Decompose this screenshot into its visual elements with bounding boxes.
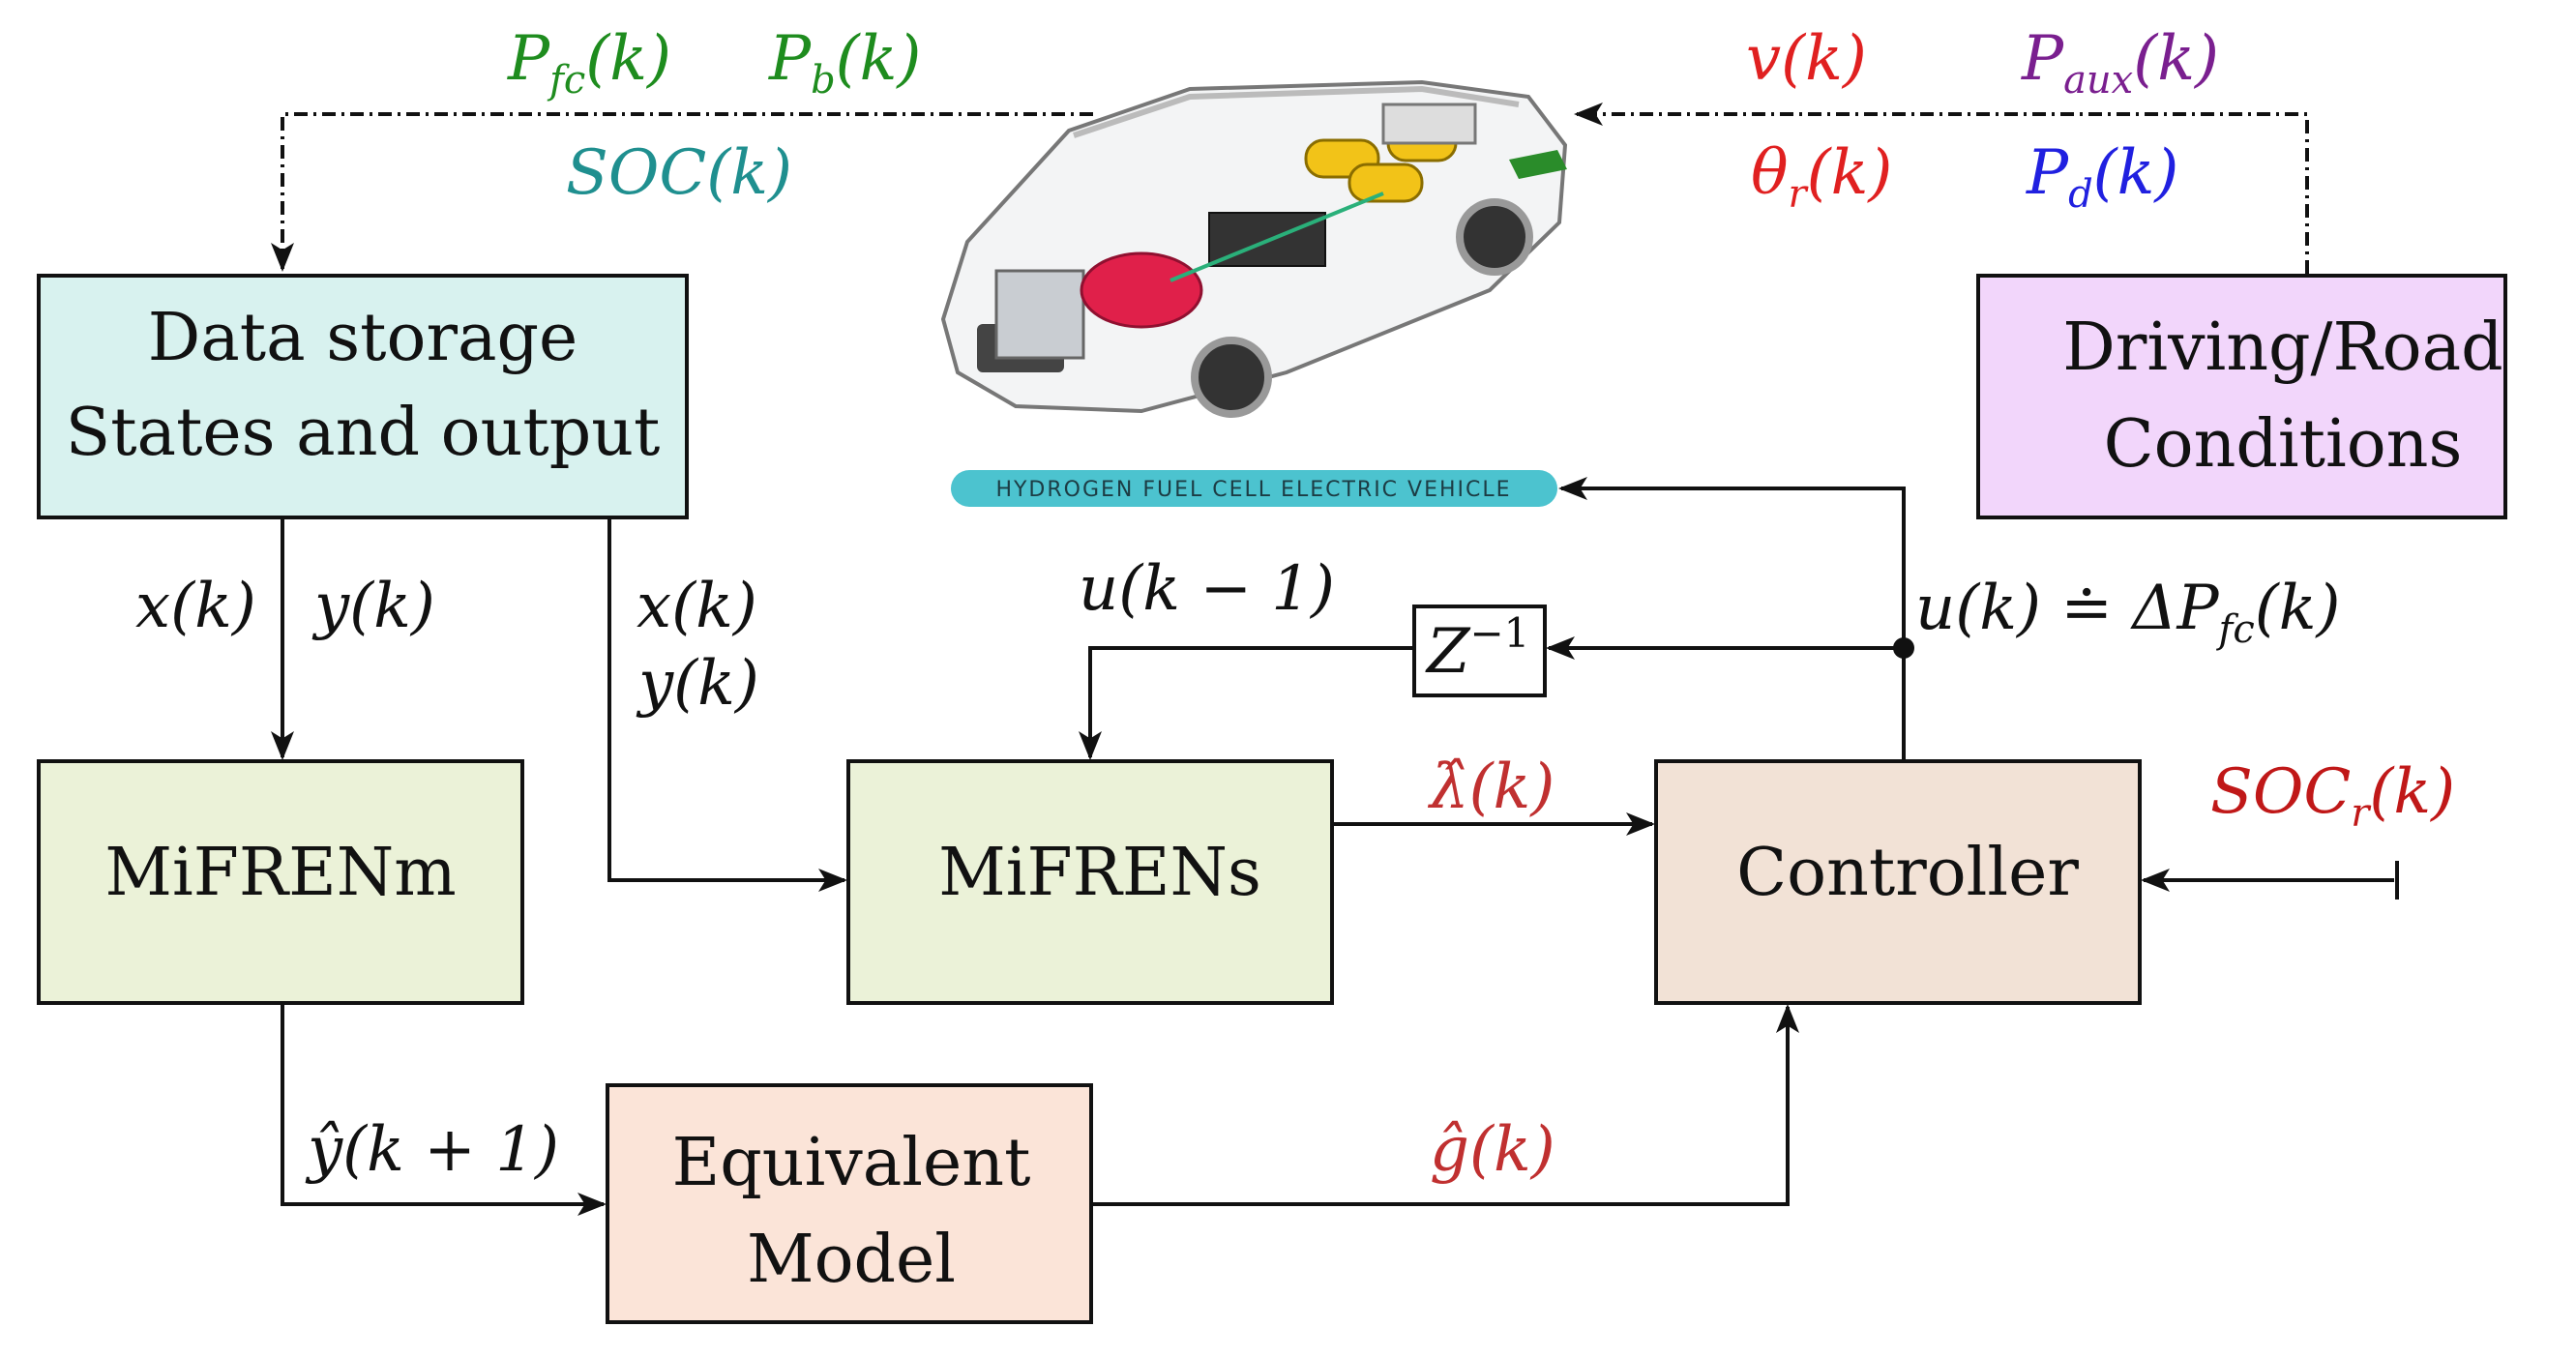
model-to-controller-line — [1091, 1004, 1799, 1206]
pfc-label: Pfc(k) — [507, 23, 671, 103]
delay-to-mifrens-line — [1079, 646, 1414, 760]
mifrenm-label: MiFRENm — [104, 835, 456, 911]
fuel-nozzle — [1509, 150, 1567, 179]
pb-label: Pb(k) — [768, 23, 921, 103]
storage-to-mifrens-line — [607, 517, 847, 892]
road-angle-label: θr(k) — [1751, 137, 1892, 217]
vehicle-illustration — [940, 79, 1568, 418]
mifrenm-to-model-line — [281, 1003, 607, 1216]
control-definition-label: u(k) ≐ ΔPfc(k) — [1915, 573, 2340, 652]
g-hat-label: ĝ(k) — [1430, 1114, 1555, 1186]
previous-control-label: u(k − 1) — [1079, 553, 1335, 625]
y-output-label-left: y(k) — [311, 571, 435, 642]
motor — [1080, 251, 1203, 329]
wheel-front — [1191, 337, 1272, 418]
driving-conditions-line — [1574, 103, 2309, 274]
velocity-label: v(k) — [1746, 23, 1867, 95]
data-storage-block: Data storage States and output — [37, 274, 689, 519]
vehicle-label-text: HYDROGEN FUEL CELL ELECTRIC VEHICLE — [995, 478, 1511, 502]
equivalent-model-subtitle: Model — [747, 1222, 956, 1298]
delay-label: Z−1 — [1425, 609, 1529, 688]
soc-label: SOC(k) — [566, 137, 792, 209]
x-state-label-left: x(k) — [135, 571, 256, 642]
equivalent-model-title: Equivalent — [672, 1125, 1031, 1201]
paux-label: Paux(k) — [2021, 23, 2219, 103]
mifrens-block: MiFRENs — [846, 759, 1334, 1005]
soc-reference-label: SOCr(k) — [2210, 756, 2455, 836]
h2-line — [1170, 192, 1384, 282]
equivalent-model-block: Equivalent Model — [606, 1083, 1093, 1324]
car-roof-line — [1073, 85, 1520, 138]
y-output-label-right: y(k) — [636, 648, 759, 720]
driving-road-block: Driving/Road Conditions — [1976, 274, 2507, 519]
controller-block: Controller — [1654, 759, 2142, 1005]
driving-road-subtitle: Conditions — [2104, 406, 2463, 483]
data-storage-subtitle: States and output — [66, 395, 661, 471]
mifrenm-block: MiFRENm — [37, 759, 524, 1005]
driving-road-title: Driving/Road — [2062, 310, 2502, 386]
mifrens-label: MiFRENs — [938, 835, 1261, 911]
branch-point — [1893, 637, 1914, 659]
y-hat-label: ŷ(k + 1) — [305, 1114, 559, 1186]
lambda-hat-label: λ̂(k) — [1427, 752, 1554, 823]
hydrogen-tank-2 — [1347, 162, 1424, 203]
vehicle-label: HYDROGEN FUEL CELL ELECTRIC VEHICLE — [951, 470, 1557, 507]
x-state-label-right: x(k) — [637, 571, 757, 642]
wheel-rear — [1456, 198, 1533, 276]
delay-block: Z−1 — [1412, 605, 1547, 697]
controller-label: Controller — [1736, 835, 2079, 911]
pd-label: Pd(k) — [2026, 137, 2178, 217]
storage-module — [1381, 103, 1477, 145]
fuel-cell-stack — [994, 269, 1085, 360]
controller-output-line — [1558, 477, 1906, 761]
data-storage-title: Data storage — [148, 300, 578, 376]
